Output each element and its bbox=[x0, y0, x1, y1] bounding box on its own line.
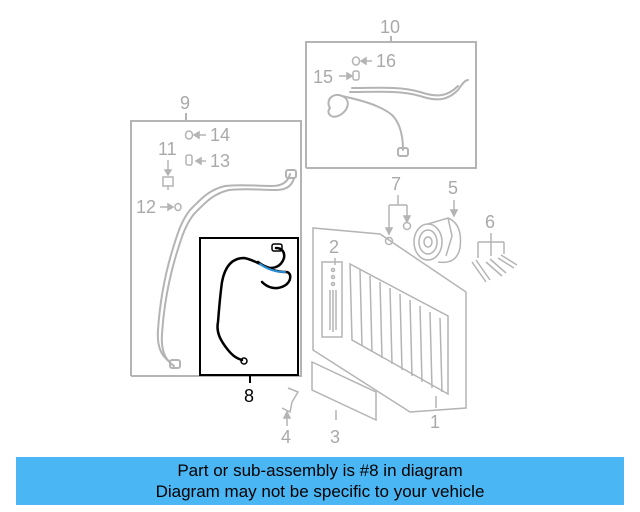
valve-11-icon bbox=[162, 160, 174, 190]
seal-3-icon bbox=[311, 360, 377, 422]
banner-line-2: Diagram may not be specific to your vehi… bbox=[155, 482, 485, 501]
callout-2: 2 bbox=[329, 237, 339, 257]
compressor-5-icon bbox=[413, 200, 462, 264]
hose-9-icon bbox=[156, 169, 297, 369]
banner-line-1: Part or sub-assembly is #8 in diagram bbox=[177, 461, 463, 480]
callout-5: 5 bbox=[448, 178, 458, 198]
bolt-7-icon bbox=[384, 195, 412, 246]
callout-3: 3 bbox=[330, 427, 340, 447]
callout-9: 9 bbox=[180, 93, 190, 113]
bolts-6-icon bbox=[471, 233, 518, 283]
fitting-16-icon bbox=[351, 56, 372, 66]
callout-8: 8 bbox=[244, 386, 254, 406]
info-banner: Part or sub-assembly is #8 in diagram Di… bbox=[16, 457, 624, 505]
callout-10: 10 bbox=[380, 17, 400, 37]
fitting-14-icon bbox=[184, 130, 206, 140]
fitting-15-icon bbox=[339, 70, 360, 81]
callout-4: 4 bbox=[281, 427, 291, 447]
callout-16: 16 bbox=[376, 51, 396, 71]
bracket-4-icon bbox=[281, 387, 300, 426]
callout-6: 6 bbox=[485, 212, 495, 232]
drier-2-icon bbox=[321, 258, 343, 338]
hose-10-icon bbox=[327, 79, 469, 157]
fitting-13-icon bbox=[185, 154, 206, 166]
condenser-1-icon bbox=[312, 227, 467, 413]
group-10-box bbox=[305, 36, 477, 169]
callout-13: 13 bbox=[210, 151, 230, 171]
callout-1: 1 bbox=[430, 412, 440, 432]
callout-11: 11 bbox=[158, 139, 177, 159]
oring-12-icon bbox=[160, 202, 182, 212]
callout-14: 14 bbox=[210, 125, 230, 145]
callout-7: 7 bbox=[391, 174, 401, 194]
hose-8-icon bbox=[216, 243, 292, 365]
group-8-box bbox=[199, 237, 299, 383]
callout-15: 15 bbox=[313, 67, 333, 87]
callout-12: 12 bbox=[136, 197, 156, 217]
